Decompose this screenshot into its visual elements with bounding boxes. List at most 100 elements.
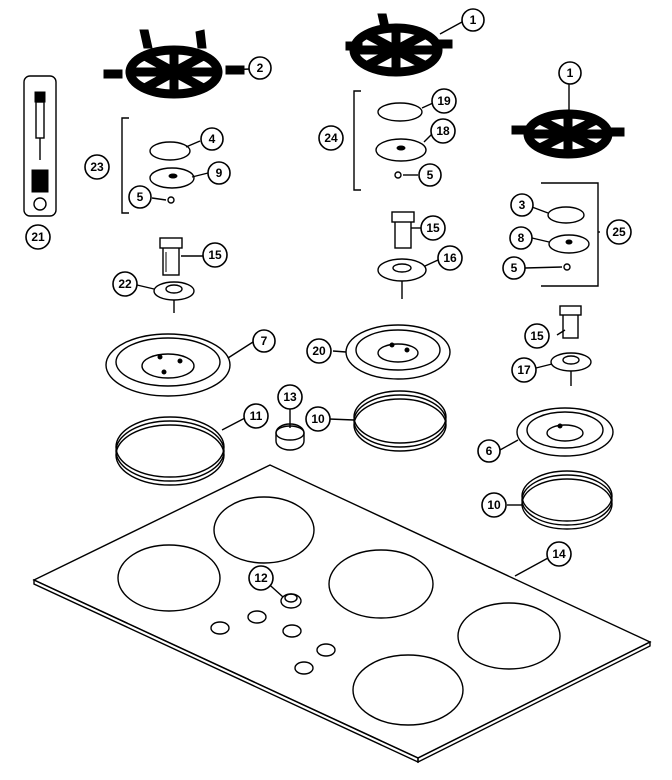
callout-8: 8 [509,226,533,250]
grate-middle [345,13,453,77]
callout-5b: 5 [418,163,442,187]
svg-text:10: 10 [487,498,501,512]
svg-text:9: 9 [216,166,223,180]
callout-22: 22 [112,271,138,297]
valve-hole [247,610,267,624]
orifice-middle [391,211,415,249]
callout-18: 18 [430,118,456,144]
svg-text:17: 17 [517,363,531,377]
callout-10a: 10 [305,406,331,432]
svg-text:10: 10 [311,412,325,426]
part-9-cap [149,167,195,189]
svg-text:24: 24 [324,131,338,145]
callout-13: 13 [277,384,303,410]
ring-10-middle [353,390,447,452]
valve-hole [316,643,336,657]
svg-text:7: 7 [261,334,268,348]
svg-text:1: 1 [470,13,477,27]
svg-text:1: 1 [567,66,574,80]
svg-text:5: 5 [137,190,144,204]
burner-base-17 [550,352,592,386]
bracket-25 [541,182,599,287]
burner-opening [352,654,464,726]
burner-base-16 [377,258,427,299]
burner-opening [457,602,561,670]
svg-text:18: 18 [436,124,450,138]
svg-text:15: 15 [426,221,440,235]
svg-text:13: 13 [283,390,297,404]
callout-9: 9 [207,161,231,185]
orifice-right [559,305,582,339]
cooktop-panel [32,464,652,764]
part-5-screw [167,196,175,204]
valve-hole [294,661,314,675]
svg-text:3: 3 [519,198,526,212]
callout-1a: 1 [461,8,485,32]
burner-opening [117,544,221,612]
bracket-23 [121,117,129,214]
callout-1b: 1 [558,61,582,85]
burner-head-7 [105,333,231,397]
valve-hole [210,621,230,635]
grate-right [511,109,625,159]
svg-text:22: 22 [118,277,132,291]
orifice-left [159,237,183,276]
callout-23: 23 [84,154,110,180]
callout-14: 14 [546,541,572,567]
part-5-screw-middle [394,171,402,179]
svg-text:21: 21 [31,230,45,244]
callout-15a: 15 [202,242,228,268]
svg-text:5: 5 [511,261,518,275]
burner-opening [328,549,434,619]
bracket-24 [353,90,361,191]
svg-text:16: 16 [443,251,457,265]
callout-3: 3 [510,193,534,217]
callout-19: 19 [431,88,457,114]
callout-5c: 5 [502,256,526,280]
svg-text:5: 5 [427,168,434,182]
burner-base-22 [153,281,195,313]
callout-21: 21 [25,224,51,250]
svg-text:15: 15 [208,248,222,262]
part-8-cap [548,234,590,254]
callout-12: 12 [248,565,274,591]
callout-11: 11 [243,403,269,429]
valve-hole [282,624,302,638]
svg-text:8: 8 [518,231,525,245]
svg-text:12: 12 [254,571,268,585]
callout-17: 17 [511,357,537,383]
part-4-cap [149,141,191,161]
svg-text:23: 23 [90,160,104,174]
callout-20: 20 [306,338,332,364]
grate-left [103,29,245,99]
callout-7: 7 [252,329,276,353]
part-19-cap [377,102,423,122]
ring-11 [115,416,225,486]
callout-16: 16 [437,245,463,271]
callout-10b: 10 [481,492,507,518]
callout-24: 24 [318,125,344,151]
svg-text:14: 14 [552,547,566,561]
part-13-cap [275,423,305,451]
callout-5a: 5 [128,185,152,209]
part-5-screw-right [563,263,571,271]
svg-text:15: 15 [530,329,544,343]
part-12-grommet [280,593,302,609]
svg-text:4: 4 [209,132,216,146]
svg-text:2: 2 [257,61,264,75]
callout-2: 2 [248,56,272,80]
svg-text:6: 6 [486,444,493,458]
part-3-cap [547,206,585,224]
svg-text:11: 11 [250,409,263,423]
svg-text:25: 25 [612,225,626,239]
svg-text:20: 20 [312,344,326,358]
burner-head-20 [345,324,451,380]
igniter-21 [23,75,57,217]
burner-opening [213,496,315,564]
burner-head-6 [516,407,614,457]
callout-6: 6 [477,439,501,463]
callout-25: 25 [606,219,632,245]
callout-15c: 15 [524,323,550,349]
callout-15b: 15 [420,215,446,241]
